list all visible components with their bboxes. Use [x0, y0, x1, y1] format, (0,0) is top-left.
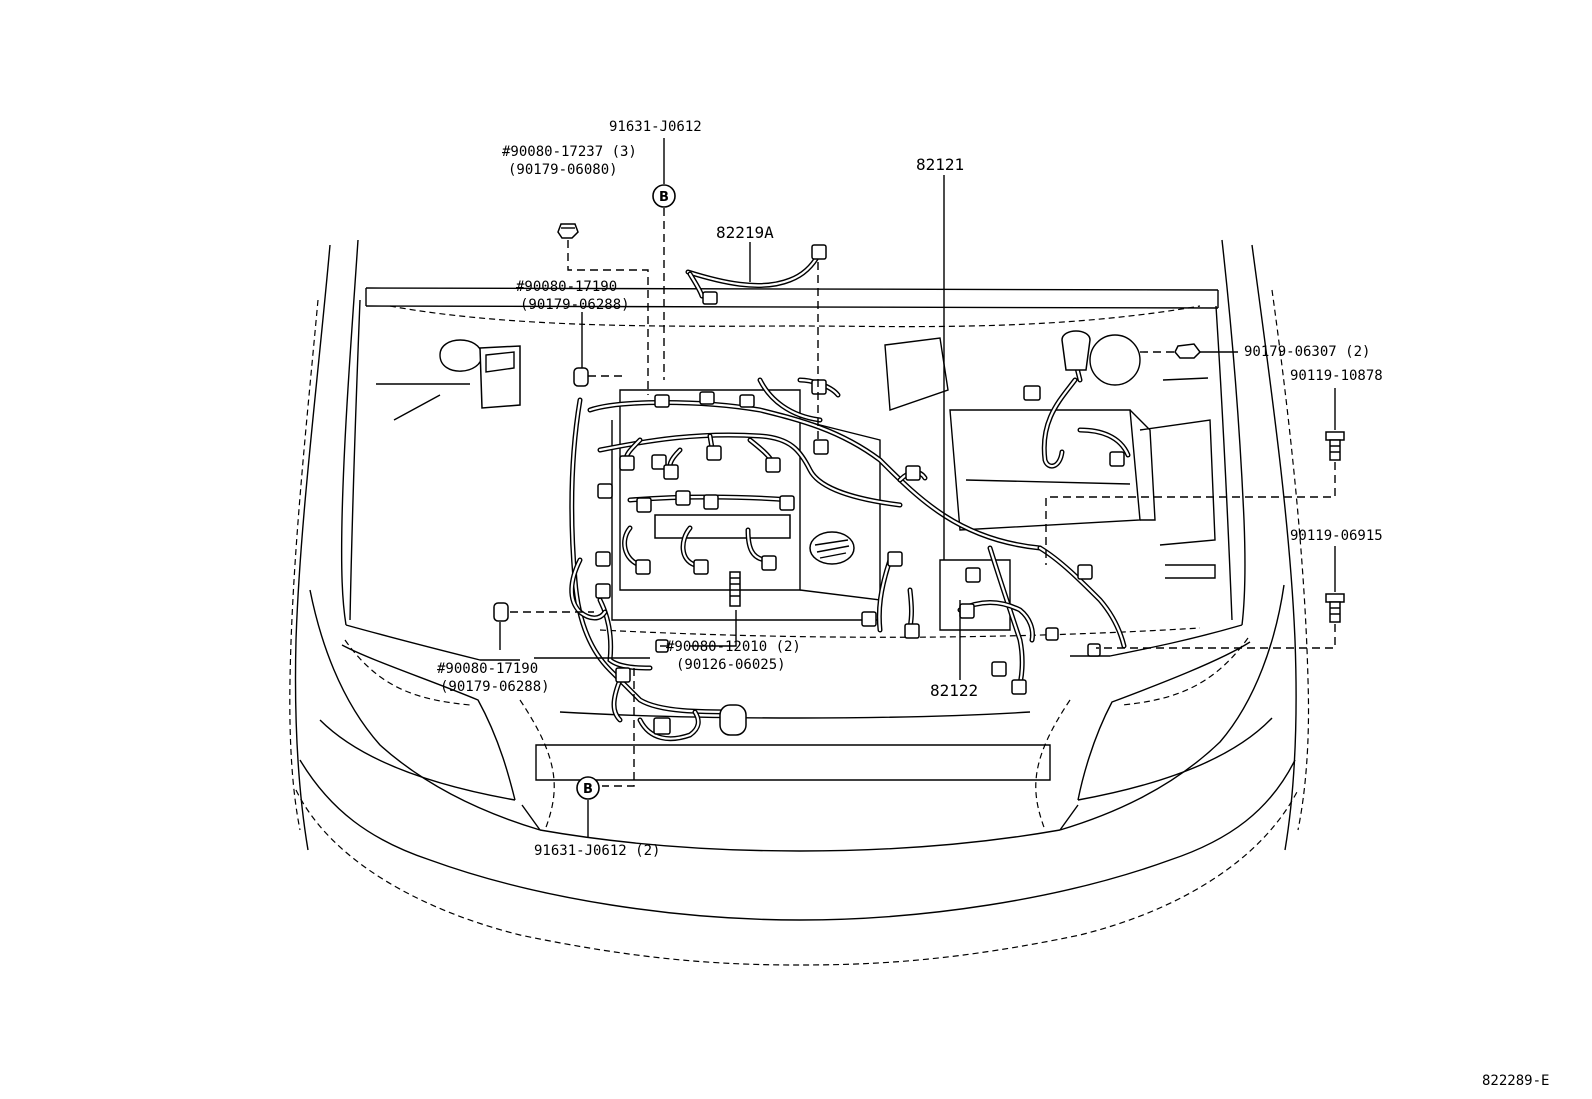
washer-tank	[376, 339, 521, 421]
callout-90179-06288-lower: (90179-06288)	[440, 679, 550, 695]
clip-nut-icon-top	[557, 223, 579, 239]
harness-connectors	[595, 244, 1125, 736]
callout-91631-j0612-top: 91631-J0612	[609, 119, 702, 135]
clip-nut-icon-right	[1174, 343, 1201, 359]
callout-90179-06307: 90179-06307 (2)	[1244, 344, 1370, 360]
callout-90179-06288-upper: (90179-06288)	[520, 297, 630, 313]
callout-90126-06025: (90126-06025)	[676, 657, 786, 673]
badge-b-top: B	[652, 184, 676, 208]
bolt-icon-lower	[1325, 593, 1345, 623]
engine-wire-harness	[569, 249, 1131, 742]
callout-90080-12010: #90080-12010 (2)	[666, 639, 801, 655]
bolt-icon-upper	[1325, 431, 1345, 461]
car-body-outline	[289, 239, 1310, 966]
engine-assembly	[611, 389, 881, 621]
clip-icon-left-lower	[493, 602, 509, 622]
leader-lines	[499, 138, 1336, 838]
callout-82219a: 82219A	[716, 223, 774, 242]
callout-90119-10878: 90119-10878	[1290, 368, 1383, 384]
callout-91631-j0612-bottom: 91631-J0612 (2)	[534, 843, 660, 859]
clip-icon-left-upper	[573, 367, 589, 387]
callout-82121: 82121	[916, 155, 964, 174]
badge-b-bottom-text: B	[583, 782, 593, 797]
callout-90080-17190-upper: #90080-17190	[516, 279, 617, 295]
callout-90119-06915: 90119-06915	[1290, 528, 1383, 544]
callout-90179-06080: (90179-06080)	[508, 162, 618, 178]
figure-code: 822289-E	[1482, 1073, 1549, 1089]
battery-and-fuse-box	[884, 337, 1216, 631]
cowl-grommet	[1089, 334, 1209, 386]
oil-filler-cap	[809, 531, 855, 565]
part-callouts: 91631-J0612 #90080-17237 (3) (90179-0608…	[437, 119, 1383, 859]
fasteners	[493, 223, 1345, 623]
callout-90080-17190-lower: #90080-17190	[437, 661, 538, 677]
badge-b-top-text: B	[659, 190, 669, 205]
callout-82122: 82122	[930, 681, 978, 700]
callout-90080-17237: #90080-17237 (3)	[502, 144, 637, 160]
badge-b-bottom: B	[576, 776, 600, 800]
